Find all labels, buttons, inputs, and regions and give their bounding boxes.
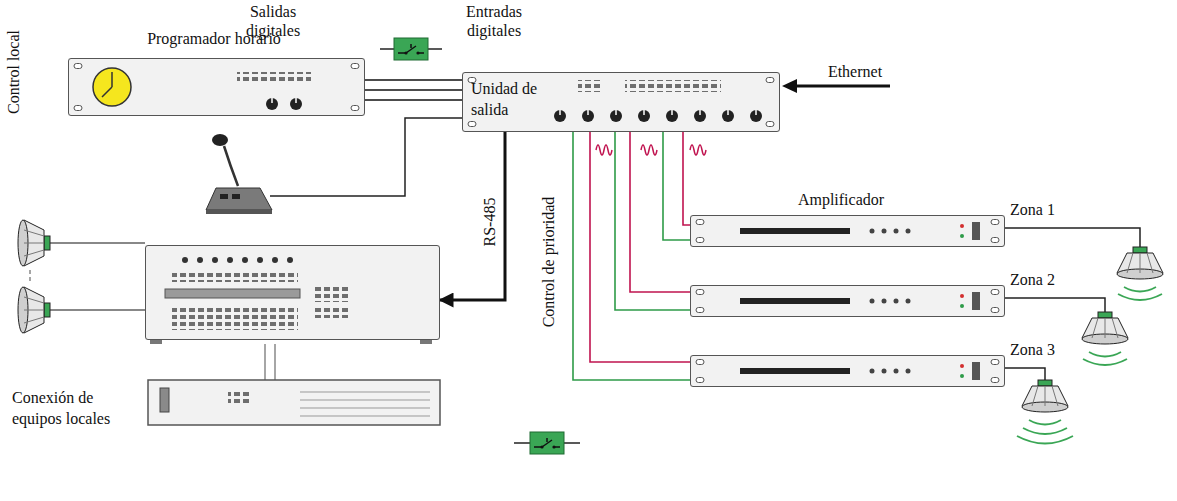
bus-label: RS-485 (480, 198, 499, 247)
local-equipment: Conexión de equipos locales (145, 245, 440, 340)
signal-line (365, 89, 462, 91)
audio-line (630, 132, 690, 292)
zone-label: Zona 3 (1010, 340, 1076, 361)
priority-control-line (615, 132, 690, 310)
node-title: Conexión de equipos locales (12, 388, 136, 430)
amplifier: AmplificadorZona 1 (690, 215, 1005, 247)
signal-line (365, 99, 462, 101)
audio-line (590, 132, 690, 362)
priority-control-line (663, 132, 690, 240)
audio-line (683, 132, 690, 225)
zone-label: Zona 2 (1010, 270, 1076, 291)
annotation-label: Control de prioridad (539, 197, 558, 328)
zone-label: Zona 1 (1010, 200, 1076, 221)
node-title: Unidad de salida (471, 79, 557, 121)
timer-unit: Programador horario (68, 58, 365, 116)
annotation-label: Salidas digitales (226, 2, 320, 40)
output-unit: Unidad de salida (462, 72, 780, 132)
amplifier: Zona 2 (690, 285, 1005, 317)
priority-control-line (573, 132, 690, 380)
node-title: Amplificador (771, 190, 911, 211)
annotation-label: Control local (4, 30, 23, 114)
amplifier: Zona 3 (690, 355, 1005, 387)
signal-line (440, 132, 505, 300)
annotation-label: Ethernet (815, 62, 895, 81)
signal-line (365, 79, 462, 81)
annotation-label: Entradas digitales (446, 2, 542, 40)
